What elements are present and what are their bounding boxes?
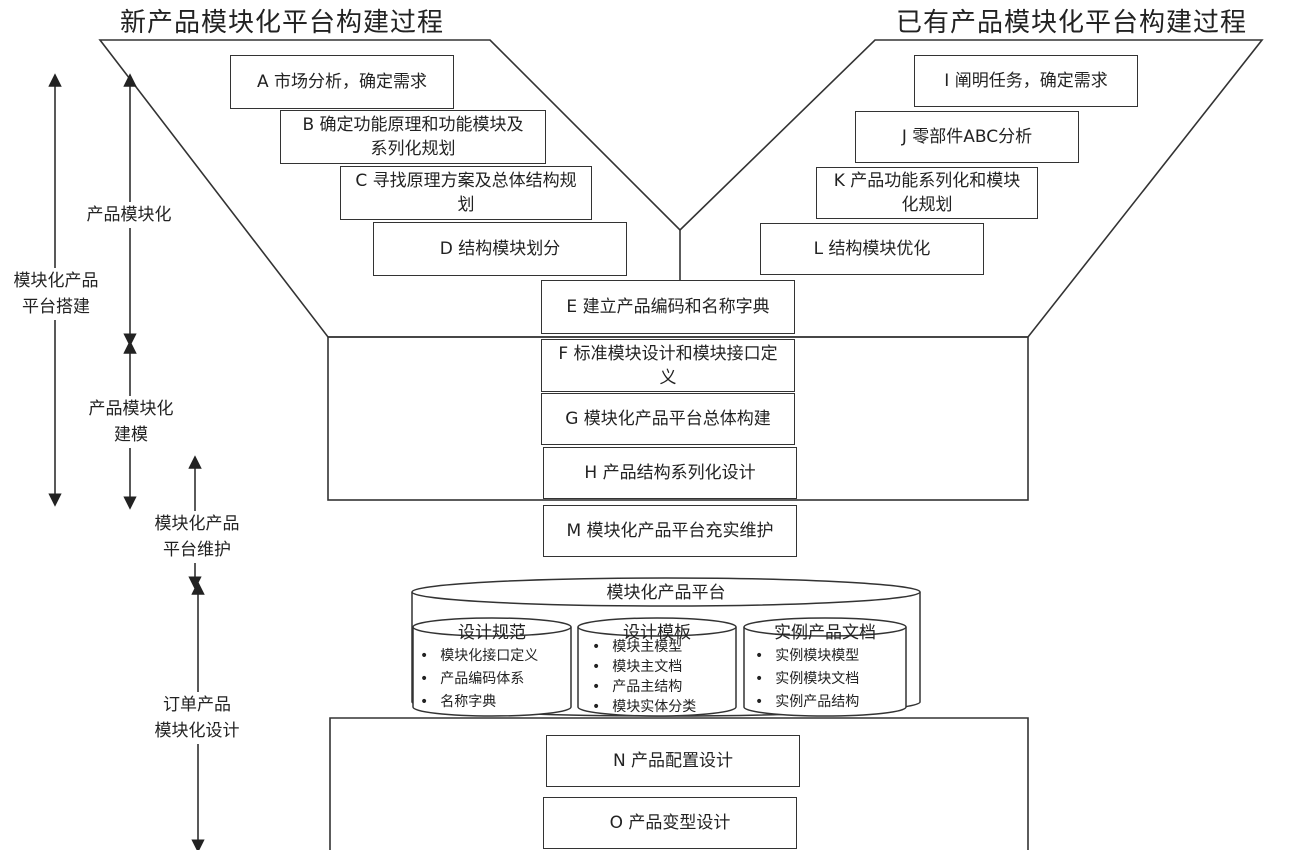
step-b-box: B 确定功能原理和功能模块及系列化规划 — [280, 110, 546, 164]
step-g-box: G 模块化产品平台总体构建 — [541, 393, 795, 445]
list-item: 模块主文档 — [592, 657, 696, 677]
step-c-box: C 寻找原理方案及总体结构规划 — [340, 166, 592, 220]
step-l-box: L 结构模块优化 — [760, 223, 984, 275]
side-label-maintenance: 模块化产品 平台维护 — [130, 511, 264, 563]
list-item: 模块实体分类 — [592, 697, 696, 717]
list-item: 模块主模型 — [592, 637, 696, 657]
side-label-platform-build: 模块化产品 平台搭建 — [0, 268, 112, 320]
list-item: 实例产品结构 — [755, 691, 859, 714]
side-label-modeling: 产品模块化 建模 — [66, 396, 196, 448]
modeling-frame — [327, 336, 1029, 501]
spec-cylinder-list: 模块化接口定义 产品编码体系 名称字典 — [420, 645, 538, 714]
step-h-box: H 产品结构系列化设计 — [543, 447, 797, 499]
existing-process-title: 已有产品模块化平台构建过程 — [896, 8, 1248, 38]
platform-title: 模块化产品平台 — [606, 583, 726, 603]
step-n-box: N 产品配置设计 — [546, 735, 800, 787]
step-j-box: J 零部件ABC分析 — [855, 111, 1079, 163]
step-e-box: E 建立产品编码和名称字典 — [541, 280, 795, 334]
step-d-box: D 结构模块划分 — [373, 222, 627, 276]
step-k-box: K 产品功能系列化和模块化规划 — [816, 167, 1038, 219]
step-m-box: M 模块化产品平台充实维护 — [543, 505, 797, 557]
step-f-box: F 标准模块设计和模块接口定义 — [541, 339, 795, 392]
list-item: 产品编码体系 — [420, 668, 538, 691]
instance-cylinder-title: 实例产品文档 — [774, 623, 876, 643]
list-item: 实例模块文档 — [755, 668, 859, 691]
instance-cylinder-list: 实例模块模型 实例模块文档 实例产品结构 — [755, 645, 859, 714]
order-design-frame — [329, 717, 1029, 850]
template-cylinder-list: 模块主模型 模块主文档 产品主结构 模块实体分类 — [592, 637, 696, 717]
new-process-title: 新产品模块化平台构建过程 — [120, 8, 445, 38]
step-i-box: I 阐明任务，确定需求 — [914, 55, 1138, 107]
spec-cylinder-title: 设计规范 — [458, 623, 526, 643]
step-a-box: A 市场分析，确定需求 — [230, 55, 454, 109]
list-item: 实例模块模型 — [755, 645, 859, 668]
list-item: 产品主结构 — [592, 677, 696, 697]
side-label-modularization: 产品模块化 — [62, 202, 196, 228]
list-item: 名称字典 — [420, 691, 538, 714]
list-item: 模块化接口定义 — [420, 645, 538, 668]
step-o-box: O 产品变型设计 — [543, 797, 797, 849]
side-label-order-design: 订单产品 模块化设计 — [130, 692, 264, 744]
